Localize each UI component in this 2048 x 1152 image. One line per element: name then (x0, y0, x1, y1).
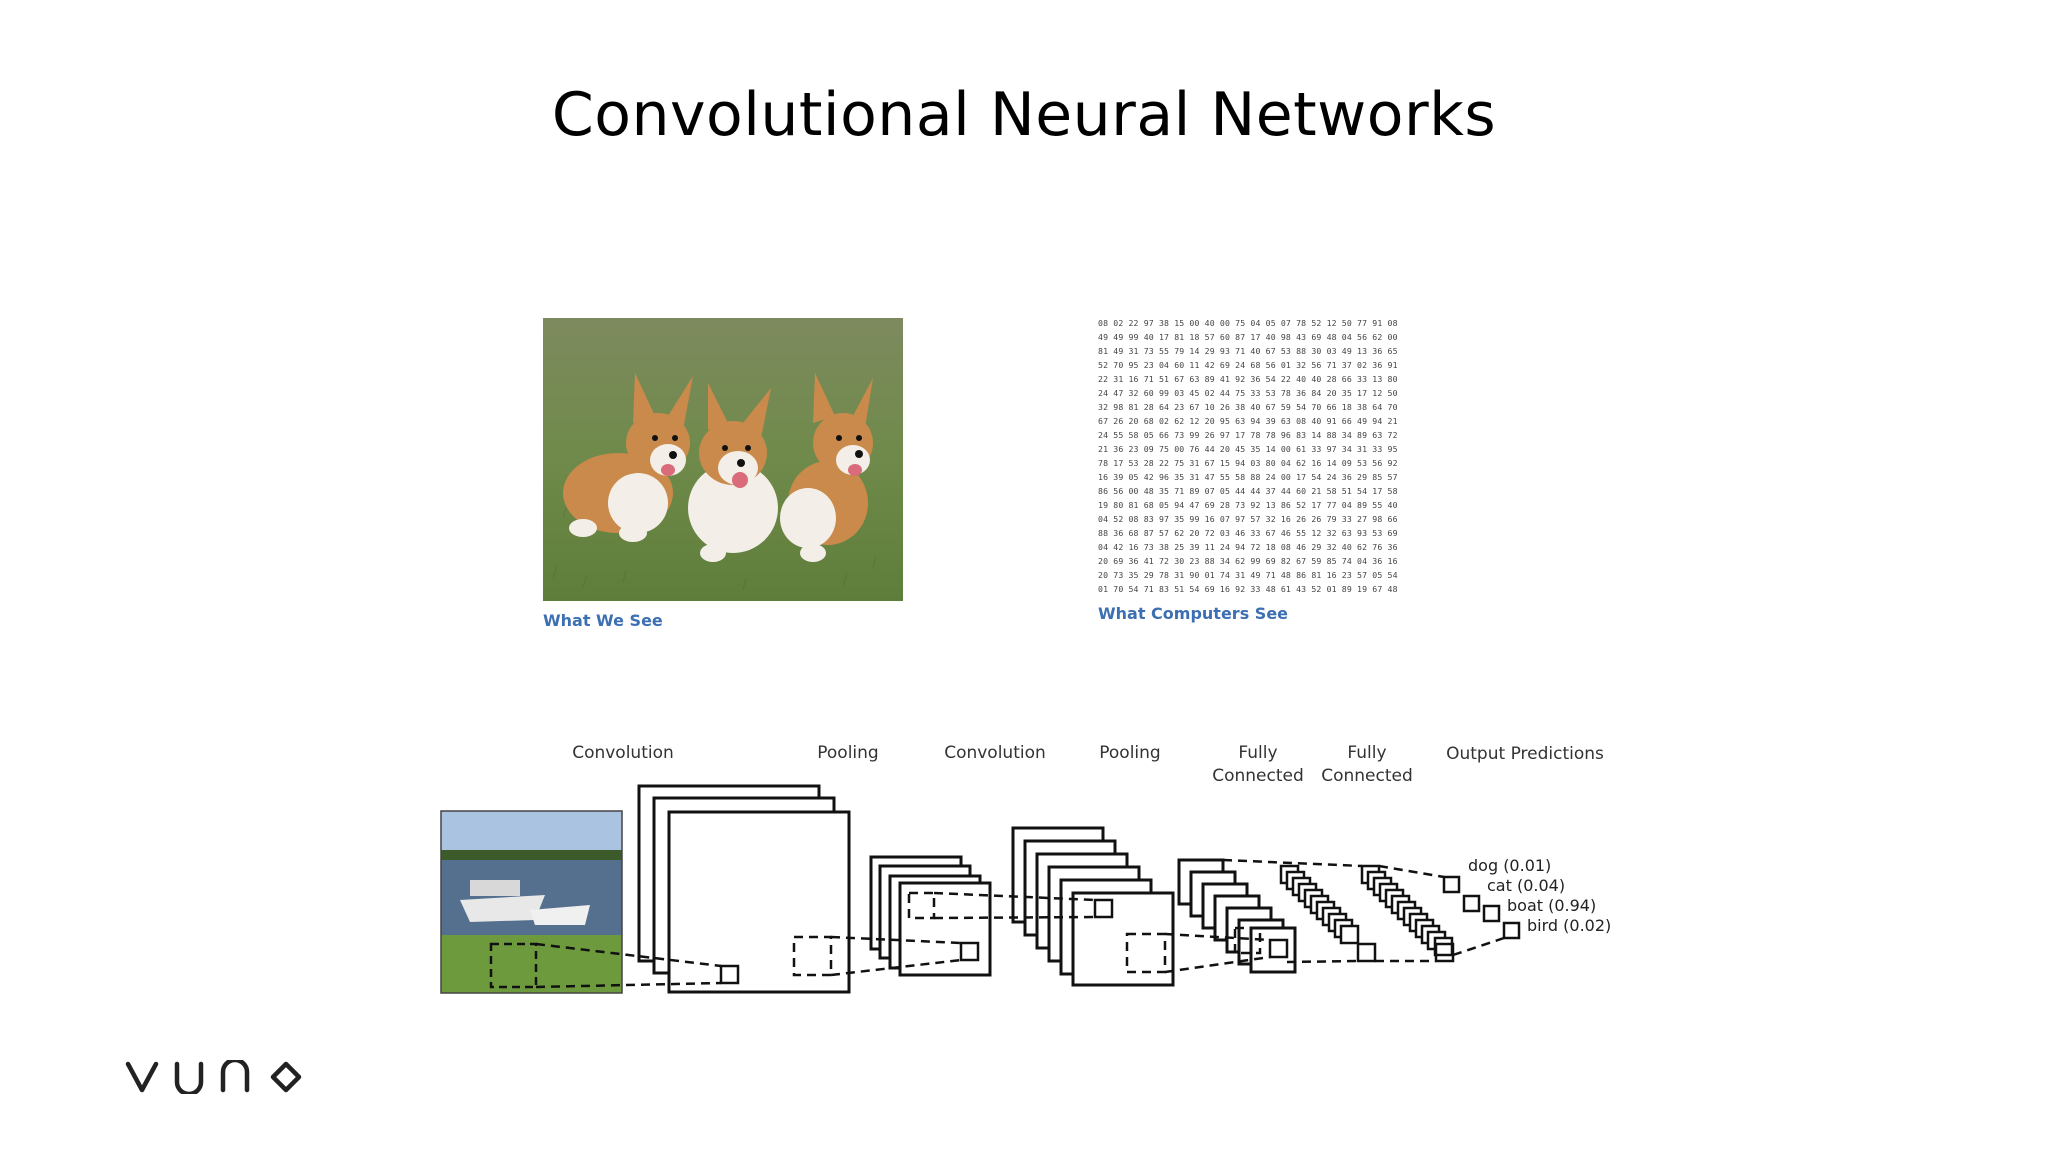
stage-label-fully-connected-2: Fully Connected (1321, 743, 1413, 786)
pixel-row: 81 49 31 73 55 79 14 29 93 71 40 67 53 8… (1098, 346, 1398, 356)
what-computers-see-caption: What Computers See (1098, 604, 1289, 623)
vuno-logo (125, 1057, 305, 1099)
prediction-boat: boat (0.94) (1507, 896, 1597, 915)
pixel-row: 16 39 05 42 96 35 31 47 55 58 88 24 00 1… (1098, 472, 1398, 482)
pixel-row: 21 36 23 09 75 00 76 44 20 45 35 14 00 6… (1098, 444, 1398, 454)
dogs-photo (543, 318, 903, 601)
stage-label-convolution-1: Convolution (572, 743, 674, 763)
pixel-row: 20 73 35 29 78 31 90 01 74 31 49 71 48 8… (1098, 570, 1398, 580)
prediction-dog: dog (0.01) (1468, 856, 1552, 875)
pixel-row: 67 26 20 68 02 62 12 20 95 63 94 39 63 0… (1098, 416, 1398, 426)
pixel-row: 19 80 81 68 05 94 47 69 28 73 92 13 86 5… (1098, 500, 1398, 510)
input-boat-image (440, 810, 623, 994)
stage-label-output-predictions: Output Predictions (1446, 744, 1604, 764)
pixel-row: 20 69 36 41 72 30 23 88 34 62 99 69 82 6… (1098, 556, 1398, 566)
pixel-row: 78 17 53 28 22 75 31 67 15 94 03 80 04 6… (1098, 458, 1398, 468)
pixel-row: 08 02 22 97 38 15 00 40 00 75 04 05 07 7… (1098, 318, 1398, 328)
prediction-bird: bird (0.02) (1527, 916, 1612, 935)
pixel-row: 04 52 08 83 97 35 99 16 07 97 57 32 16 2… (1098, 514, 1398, 524)
pixel-value-grid: 08 02 22 97 38 15 00 40 00 75 04 05 07 7… (1098, 316, 1468, 596)
stage-label-convolution-2: Convolution (944, 743, 1046, 763)
pixel-row: 01 70 54 71 83 51 54 69 16 92 33 48 61 4… (1098, 584, 1398, 594)
pixel-row: 49 49 99 40 17 81 18 57 60 87 17 40 98 4… (1098, 332, 1398, 342)
stage-label-pooling-1: Pooling (817, 743, 879, 763)
slide-title: Convolutional Neural Networks (551, 80, 1497, 150)
stage-label-fully-connected-1: Fully Connected (1212, 743, 1304, 786)
what-we-see-caption: What We See (543, 611, 663, 630)
pixel-row: 24 47 32 60 99 03 45 02 44 75 33 53 78 3… (1098, 388, 1398, 398)
pixel-row: 88 36 68 87 57 62 20 72 03 46 33 67 46 5… (1098, 528, 1398, 538)
pixel-row: 52 70 95 23 04 60 11 42 69 24 68 56 01 3… (1098, 360, 1398, 370)
stage-label-pooling-2: Pooling (1099, 743, 1161, 763)
pixel-row: 32 98 81 28 64 23 67 10 26 38 40 67 59 5… (1098, 402, 1398, 412)
pixel-row: 86 56 00 48 35 71 89 07 05 44 44 37 44 6… (1098, 486, 1398, 496)
pixel-row: 22 31 16 71 51 67 63 89 41 92 36 54 22 4… (1098, 374, 1398, 384)
pixel-row: 04 42 16 73 38 25 39 11 24 94 72 18 08 4… (1098, 542, 1398, 552)
pixel-row: 24 55 58 05 66 73 99 26 97 17 78 78 96 8… (1098, 430, 1398, 440)
prediction-cat: cat (0.04) (1487, 876, 1566, 895)
